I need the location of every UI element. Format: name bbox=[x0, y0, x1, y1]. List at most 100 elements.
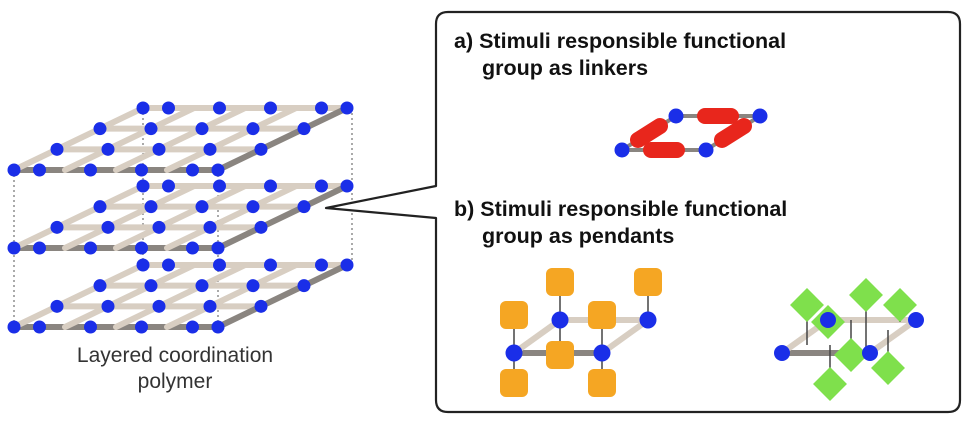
metal-node bbox=[84, 163, 97, 177]
metal-node bbox=[7, 320, 21, 334]
metal-node bbox=[101, 299, 115, 313]
metal-node bbox=[593, 344, 611, 362]
bond bbox=[11, 105, 146, 173]
metal-node bbox=[211, 241, 225, 255]
metal-node bbox=[135, 163, 148, 177]
metal-node bbox=[254, 299, 268, 313]
metal-node bbox=[246, 122, 260, 136]
metal-node bbox=[152, 220, 166, 234]
metal-node bbox=[135, 320, 148, 334]
layered-polymer-caption: Layered coordination polymer bbox=[40, 343, 310, 395]
metal-node bbox=[254, 142, 268, 156]
bond bbox=[164, 183, 299, 251]
metal-node bbox=[668, 108, 684, 124]
metal-node bbox=[908, 312, 924, 328]
orange-pendant bbox=[588, 301, 616, 329]
orange-pendant bbox=[588, 369, 616, 397]
bond bbox=[62, 105, 197, 173]
metal-node bbox=[264, 258, 277, 272]
bond bbox=[215, 105, 350, 173]
metal-node bbox=[101, 220, 115, 234]
metal-node bbox=[820, 312, 836, 328]
bond bbox=[113, 183, 248, 251]
metal-node bbox=[84, 241, 97, 255]
metal-node bbox=[862, 345, 878, 361]
metal-node bbox=[213, 101, 226, 115]
metal-node bbox=[93, 122, 107, 136]
bond bbox=[62, 262, 197, 330]
bond bbox=[164, 262, 299, 330]
layer-1 bbox=[7, 101, 354, 177]
pendant-bond bbox=[512, 317, 562, 356]
metal-node bbox=[162, 101, 175, 115]
metal-node bbox=[186, 241, 199, 255]
metal-node bbox=[246, 200, 260, 214]
metal-node bbox=[297, 279, 311, 293]
metal-node bbox=[639, 311, 657, 329]
metal-node bbox=[144, 200, 158, 214]
metal-node bbox=[315, 258, 328, 272]
metal-node bbox=[144, 122, 158, 136]
metal-node bbox=[50, 299, 64, 313]
metal-node bbox=[162, 179, 175, 193]
bond bbox=[11, 183, 146, 251]
green-pendant bbox=[871, 351, 905, 385]
metal-node bbox=[195, 122, 209, 136]
metal-node bbox=[135, 241, 148, 255]
heading-b-line-2: group as pendants bbox=[482, 224, 675, 248]
metal-node bbox=[774, 345, 790, 361]
metal-node bbox=[254, 220, 268, 234]
linker-motif bbox=[614, 108, 768, 158]
metal-node bbox=[246, 279, 260, 293]
metal-node bbox=[136, 258, 150, 272]
bond bbox=[113, 105, 248, 173]
orange-pendant bbox=[500, 369, 528, 397]
orange-pendant bbox=[546, 268, 574, 296]
pendant-bond bbox=[600, 317, 650, 356]
orange-pendant bbox=[500, 301, 528, 329]
metal-node bbox=[297, 122, 311, 136]
metal-node bbox=[33, 163, 46, 177]
metal-node bbox=[7, 163, 21, 177]
heading-a: a) Stimuli responsible functional group … bbox=[454, 28, 786, 82]
metal-node bbox=[315, 101, 328, 115]
metal-node bbox=[7, 241, 21, 255]
green-pendant bbox=[834, 338, 868, 372]
heading-a-line-1: a) Stimuli responsible functional bbox=[454, 29, 787, 53]
metal-node bbox=[315, 179, 328, 193]
metal-node bbox=[505, 344, 523, 362]
pendant-bond bbox=[868, 317, 918, 356]
caption-line-1: Layered coordination bbox=[76, 344, 274, 367]
metal-node bbox=[186, 320, 199, 334]
green-pendant bbox=[883, 288, 917, 322]
metal-node bbox=[50, 142, 64, 156]
green-pendant bbox=[813, 367, 847, 401]
metal-node bbox=[213, 258, 226, 272]
green-pendant bbox=[790, 288, 824, 322]
metal-node bbox=[33, 241, 46, 255]
bond bbox=[215, 262, 350, 330]
bond bbox=[164, 105, 299, 173]
metal-node bbox=[614, 142, 630, 158]
bond bbox=[215, 183, 350, 251]
metal-node bbox=[340, 179, 354, 193]
pendant-motif-green bbox=[774, 278, 924, 401]
heading-b: b) Stimuli responsible functional group … bbox=[454, 196, 787, 250]
metal-node bbox=[84, 320, 97, 334]
metal-node bbox=[752, 108, 768, 124]
metal-node bbox=[93, 279, 107, 293]
stimuli-linker bbox=[643, 142, 685, 158]
layer-2 bbox=[7, 179, 354, 255]
metal-node bbox=[203, 142, 217, 156]
metal-node bbox=[203, 299, 217, 313]
bond bbox=[62, 183, 197, 251]
bond bbox=[11, 262, 146, 330]
metal-node bbox=[195, 200, 209, 214]
green-pendant bbox=[849, 278, 883, 312]
pendant-motif-orange bbox=[500, 268, 662, 397]
orange-pendant bbox=[634, 268, 662, 296]
metal-node bbox=[195, 279, 209, 293]
metal-node bbox=[213, 179, 226, 193]
caption-line-2: polymer bbox=[137, 370, 213, 393]
